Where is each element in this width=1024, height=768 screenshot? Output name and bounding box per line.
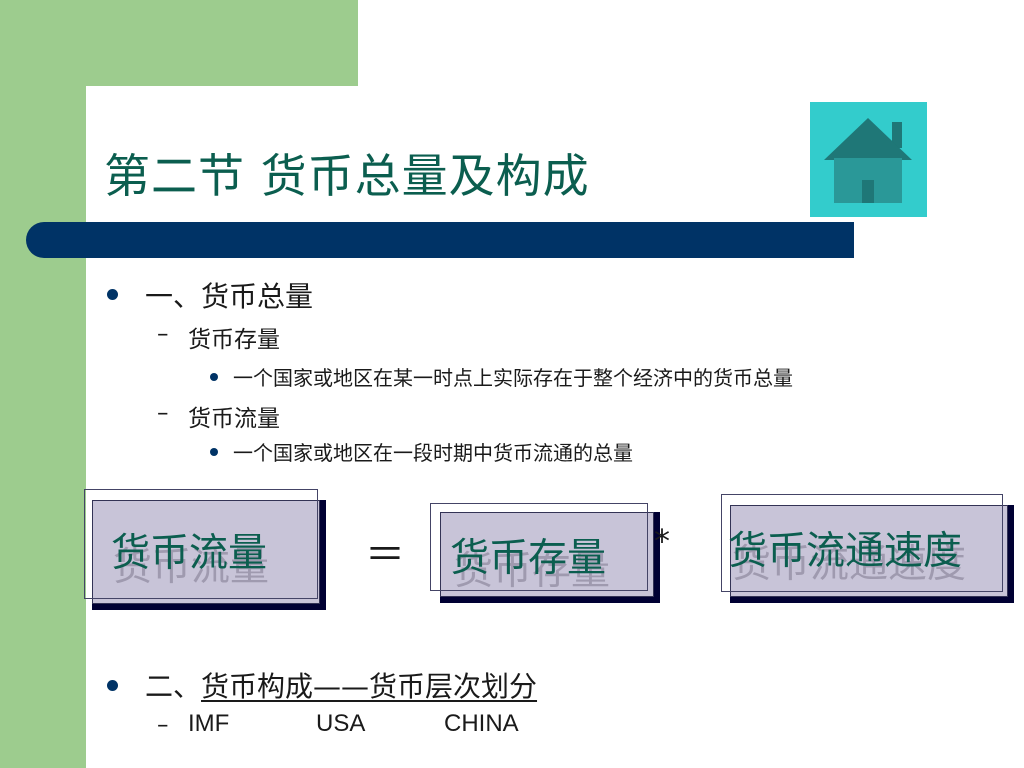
box-label-shadow: 货币流通速度 [732, 542, 967, 587]
box-outline [84, 489, 318, 599]
section-heading-2: 二、货币构成——货币层次划分 [145, 665, 537, 705]
title-underline-bar [26, 222, 854, 258]
bullet-icon [107, 680, 118, 691]
box-label-shadow: 货币存量 [454, 549, 611, 594]
home-icon [824, 118, 912, 203]
box-outline [721, 494, 1003, 592]
equation-box-flow [92, 500, 320, 604]
equation-stock-label: 货币存量 [450, 536, 607, 581]
box-label-shadow: 货币流量 [113, 545, 270, 590]
box-outline [430, 503, 648, 591]
subheading-flow: 货币流量 [188, 406, 280, 432]
section-prefix: 二、 [145, 670, 202, 703]
money-composition-link[interactable]: 货币构成——货币层次划分 [201, 670, 538, 703]
multiply-sign: * [654, 522, 670, 560]
equation-flow-label: 货币流量 [111, 531, 268, 576]
bullet-icon [210, 373, 218, 381]
dash-marker: – [157, 400, 169, 426]
page-title: 第二节 货币总量及构成 [104, 149, 590, 203]
bullet-icon [210, 448, 218, 456]
dash-marker: – [157, 321, 169, 347]
bullet-icon [107, 289, 118, 300]
subheading-stock: 货币存量 [188, 327, 280, 353]
equation-velocity-label: 货币流通速度 [728, 529, 963, 574]
equals-sign: ＝ [365, 532, 405, 578]
label-china: CHINA [444, 710, 519, 737]
dash-marker: – [157, 712, 169, 738]
detail-stock: 一个国家或地区在某一时点上实际存在于整个经济中的货币总量 [233, 366, 793, 390]
section-heading: 一、货币总量 [145, 280, 314, 313]
equation-box-stock [440, 512, 654, 597]
home-button[interactable] [810, 102, 927, 217]
label-imf: IMF [188, 710, 230, 737]
label-usa: USA [316, 710, 366, 737]
background-green-left [0, 0, 86, 768]
detail-flow: 一个国家或地区在一段时期中货币流通的总量 [233, 441, 633, 465]
equation-box-velocity [730, 505, 1008, 597]
